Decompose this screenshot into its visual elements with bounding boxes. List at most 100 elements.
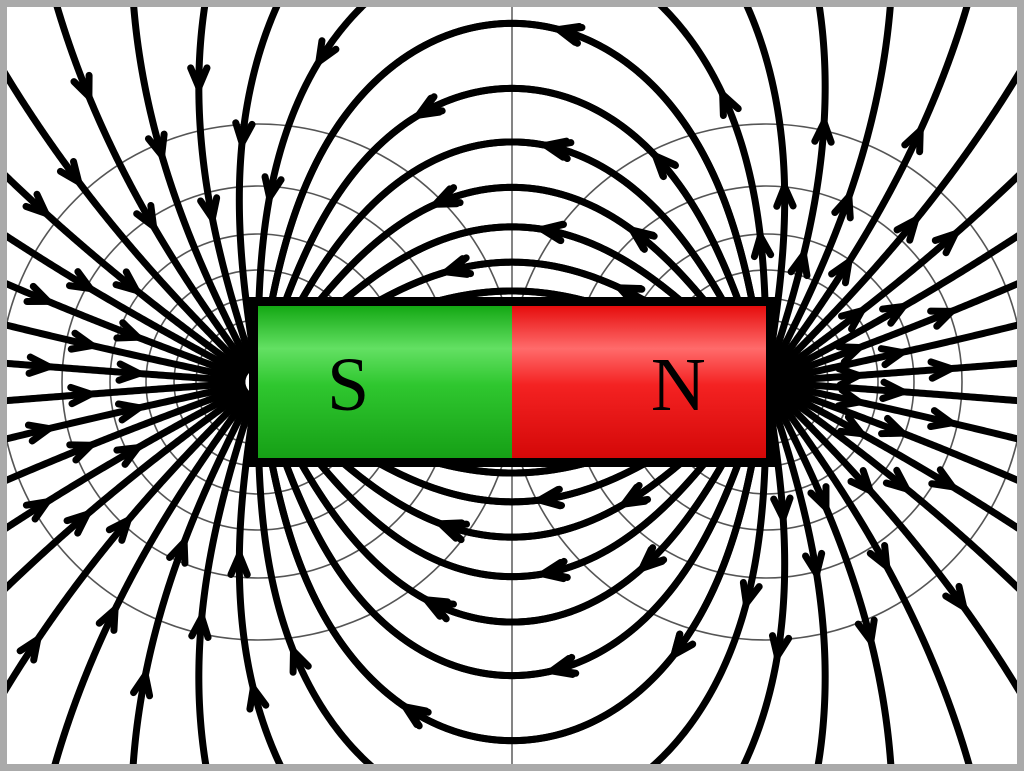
arrowhead <box>927 419 955 431</box>
arrowhead <box>56 167 83 186</box>
arrowhead <box>557 24 586 34</box>
arrowhead <box>879 388 907 402</box>
field-line <box>769 380 1017 443</box>
arrowhead <box>197 197 216 222</box>
arrowhead <box>820 118 835 146</box>
field-line <box>764 7 829 379</box>
arrowhead <box>417 93 438 117</box>
field-line <box>261 138 767 380</box>
field-line <box>235 7 281 370</box>
field-line <box>129 392 255 764</box>
arrowhead <box>180 538 189 567</box>
field-line <box>261 384 767 626</box>
arrowhead <box>315 37 326 66</box>
field-line <box>767 70 1017 381</box>
arrowhead <box>840 344 863 366</box>
arrowhead <box>198 613 212 641</box>
field-line <box>740 385 789 764</box>
arrowhead <box>543 557 568 577</box>
arrowhead <box>22 202 50 217</box>
field-line <box>7 321 246 383</box>
magnet-south-half <box>258 306 512 458</box>
field-line <box>7 383 247 484</box>
arrowhead <box>887 302 907 327</box>
arrowhead <box>442 520 471 530</box>
arrowhead <box>141 671 154 700</box>
arrowhead <box>942 592 968 611</box>
arrowhead <box>261 173 274 201</box>
field-line <box>769 280 1017 384</box>
arrowhead <box>623 481 643 506</box>
arrowhead <box>65 282 94 293</box>
field-line <box>7 70 251 375</box>
arrowhead <box>115 370 143 384</box>
arrowhead <box>435 184 458 207</box>
arrowhead <box>289 647 312 670</box>
arrowhead <box>429 599 457 608</box>
arrowhead <box>551 653 576 674</box>
arrowhead <box>630 227 658 240</box>
arrowhead <box>933 307 956 330</box>
arrowhead <box>232 119 246 147</box>
arrowhead <box>31 498 51 523</box>
field-line <box>130 7 255 372</box>
arrowhead <box>928 365 955 382</box>
field-line <box>768 172 1017 382</box>
arrowhead <box>878 429 907 438</box>
arrowhead <box>235 551 251 579</box>
field-line <box>51 391 253 764</box>
field-line <box>263 384 765 581</box>
magnet-outline <box>249 297 775 467</box>
arrowhead <box>881 348 906 369</box>
field-diagram-svg: S N <box>7 7 1017 764</box>
field-line <box>259 386 767 680</box>
arrowhead <box>652 153 679 169</box>
arrowhead <box>28 425 53 445</box>
arrowhead <box>845 193 854 222</box>
north-pole-label: N <box>651 343 706 427</box>
arrowhead <box>74 510 91 537</box>
arrowhead <box>807 489 830 512</box>
field-line <box>765 384 895 764</box>
arrowhead <box>67 342 96 353</box>
field-line <box>7 379 246 405</box>
field-line <box>767 383 1017 694</box>
arrowhead <box>446 254 470 275</box>
arrowhead <box>539 220 567 233</box>
arrowhead <box>118 404 143 424</box>
arrowhead <box>928 480 957 491</box>
arrowhead <box>118 516 132 544</box>
arrowhead <box>866 549 891 570</box>
arrowhead <box>847 477 874 494</box>
field-line <box>259 84 767 378</box>
arrowhead <box>769 632 781 660</box>
arrowhead <box>836 427 865 438</box>
arrowhead <box>834 398 863 410</box>
field-line <box>195 393 257 764</box>
arrowhead <box>121 444 142 468</box>
field-line <box>53 7 253 373</box>
field-line <box>768 381 1017 532</box>
field-line <box>7 387 249 592</box>
arrowhead <box>848 307 866 333</box>
arrowhead <box>30 635 42 664</box>
arrowhead <box>546 139 575 150</box>
arrowhead <box>617 284 646 293</box>
arrowhead <box>537 485 563 504</box>
arrowhead <box>404 704 432 716</box>
arrowhead <box>249 684 270 709</box>
south-pole-label: S <box>327 343 369 427</box>
field-line-arrowheads <box>16 23 968 730</box>
field-line <box>257 387 769 745</box>
arrowhead <box>72 441 95 464</box>
arrowhead <box>640 544 657 571</box>
field-line <box>235 394 284 764</box>
arrowhead <box>739 578 750 607</box>
arrowhead <box>68 390 95 408</box>
arrowhead <box>781 183 797 210</box>
arrowhead <box>802 552 821 578</box>
field-line <box>769 359 1017 385</box>
bar-magnet[interactable]: S N <box>249 297 775 467</box>
magnet-north-half <box>512 306 766 458</box>
